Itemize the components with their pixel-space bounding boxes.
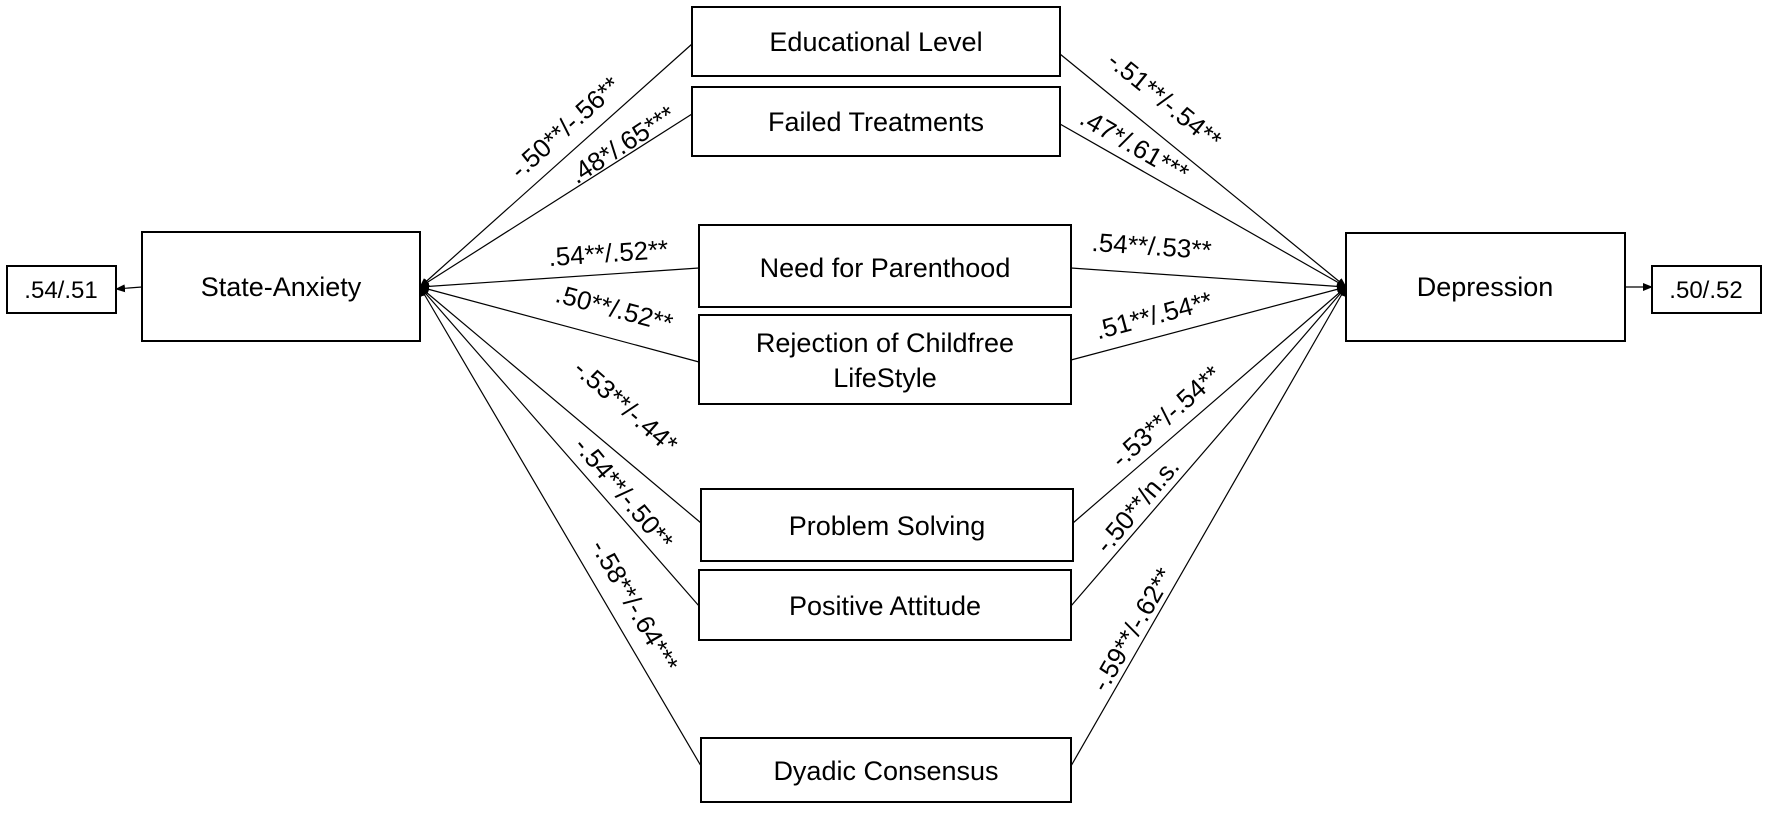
node-educational-level: Educational Level — [691, 6, 1061, 77]
node-positive-attitude: Positive Attitude — [698, 569, 1072, 641]
node-failed-treatments: Failed Treatments — [691, 86, 1061, 157]
coef-dyadic-depression: -.59**/-.62** — [1085, 563, 1180, 697]
node-rejection-line1: Rejection of Childfree — [756, 328, 1014, 358]
coefficients-depression: -.51**/-.54** .47*/.61*** .54**/.53** .5… — [1075, 45, 1227, 696]
edge-dyadic-to-anxiety — [419, 286, 702, 767]
node-state-anxiety: State-Anxiety — [141, 231, 421, 342]
edge-rejection-to-anxiety — [419, 285, 700, 363]
node-dyadic-consensus-label: Dyadic Consensus — [773, 756, 998, 786]
residual-state-anxiety-label: .54/.51 — [24, 277, 97, 304]
edges-to-depression — [1059, 53, 1347, 767]
residual-depression: .50/.52 — [1651, 265, 1762, 314]
node-depression: Depression — [1345, 232, 1626, 342]
edge-positive-to-anxiety — [419, 286, 700, 607]
edge-failed-to-depression — [1059, 123, 1347, 288]
residual-state-anxiety: .54/.51 — [6, 265, 117, 314]
edge-need-to-anxiety — [419, 267, 700, 291]
coef-rejection-anxiety: .50**/.52** — [552, 278, 676, 338]
coefficients-state-anxiety: -.50**/-.56** .48*/.65*** .54**/.52** .5… — [504, 70, 685, 677]
node-positive-attitude-label: Positive Attitude — [789, 591, 981, 621]
edges-to-state-anxiety — [419, 43, 702, 767]
edge-educational-to-depression — [1059, 53, 1347, 288]
coef-dyadic-anxiety: -.58**/-.64*** — [585, 534, 685, 677]
node-rejection-line2: LifeStyle — [833, 363, 937, 393]
edge-problem-to-anxiety — [419, 286, 702, 524]
node-problem-solving-label: Problem Solving — [789, 511, 986, 541]
edge-problem-to-depression — [1072, 286, 1347, 524]
edge-failed-to-anxiety — [419, 113, 693, 288]
residual-depression-label: .50/.52 — [1669, 277, 1742, 304]
node-problem-solving: Problem Solving — [700, 488, 1074, 562]
node-educational-level-label: Educational Level — [769, 27, 982, 57]
coef-need-depression: .54**/.53** — [1091, 227, 1213, 265]
node-failed-treatments-label: Failed Treatments — [768, 107, 984, 137]
coef-rejection-depression: .51**/.54** — [1092, 285, 1216, 345]
node-need-for-parenthood-label: Need for Parenthood — [760, 253, 1011, 283]
node-dyadic-consensus: Dyadic Consensus — [700, 737, 1072, 803]
node-need-for-parenthood: Need for Parenthood — [698, 224, 1072, 308]
node-rejection-childfree: Rejection of Childfree LifeStyle — [698, 314, 1072, 405]
edge-need-to-depression — [1070, 267, 1347, 291]
edge-rejection-to-depression — [1070, 285, 1347, 361]
coef-need-anxiety: .54**/.52** — [547, 234, 669, 272]
edge-dyadic-to-depression — [1070, 286, 1347, 767]
edge-anxiety-residual — [115, 284, 143, 293]
node-depression-label: Depression — [1417, 272, 1554, 302]
edge-educational-to-anxiety — [419, 43, 693, 288]
node-state-anxiety-label: State-Anxiety — [201, 272, 362, 302]
edge-positive-to-depression — [1070, 286, 1347, 607]
